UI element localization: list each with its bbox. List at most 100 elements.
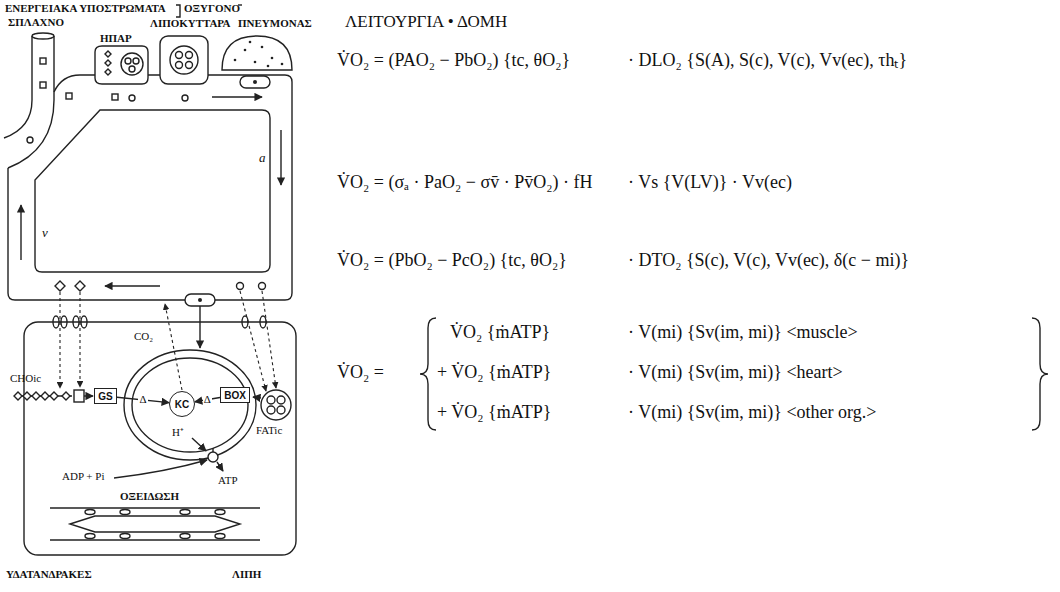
equation: · DLO₂ {S(A), S(c), V(c), Vv(ec), τhₜ} <box>628 50 907 72</box>
muscle-cell <box>62 392 70 400</box>
myofilaments <box>70 516 240 532</box>
muscle-cell <box>59 292 60 388</box>
muscle-cell <box>198 298 202 302</box>
muscle-cell <box>81 316 87 328</box>
muscle-cell <box>260 316 266 328</box>
blood-vessel <box>8 75 292 300</box>
lung <box>254 61 257 64</box>
blood-vessel <box>237 283 244 290</box>
equation-brace <box>1032 318 1048 430</box>
substrate-label: FATic <box>256 424 282 437</box>
ion-label: H⁺ <box>172 426 184 439</box>
section-title: ΕΝΕΡΓΕΙΑΚΑ ΥΠΟΣΤΡΩΜΑΤΑ <box>5 2 166 15</box>
splanchnic-gut <box>27 137 33 143</box>
myofilaments <box>85 510 95 515</box>
splanchnic-gut <box>40 82 46 88</box>
liver <box>105 69 111 75</box>
equation: + V̇O₂ {ṁATP} <box>437 362 551 384</box>
adipocyte <box>170 46 198 74</box>
substrate-label: ΥΔΑΤΑΝΔΡΑΚΕΣ <box>6 568 92 581</box>
muscle-cell <box>79 292 80 387</box>
equation: · V(mi) {Sv(im, mi)} <muscle> <box>628 322 858 344</box>
lung <box>222 36 292 70</box>
liver <box>105 60 111 66</box>
substrate-label: ΛΙΠΗ <box>232 568 261 581</box>
blood-vessel <box>55 281 65 291</box>
blood-vessel <box>212 96 262 97</box>
blood-vessel <box>8 75 292 300</box>
gas-label: CO₂ <box>134 330 153 343</box>
muscle-cell <box>53 316 59 328</box>
liver <box>133 58 139 64</box>
process-label: ΟΞΕΙΔΩΣΗ <box>120 490 179 503</box>
adipocyte <box>160 36 208 84</box>
vessel-label: v <box>42 225 48 241</box>
blood-vessel <box>259 283 266 290</box>
splanchnic-gut <box>32 33 54 39</box>
splanchnic-gut <box>40 58 46 64</box>
mitochondrion <box>132 358 248 452</box>
blood-vessel <box>105 285 160 286</box>
blood-vessel <box>66 93 72 99</box>
muscle-cell <box>240 291 266 391</box>
vessel-label: a <box>259 150 266 166</box>
lung <box>249 41 252 44</box>
myofilaments <box>180 510 190 515</box>
muscle-cell <box>32 392 40 400</box>
blood-vessel <box>35 110 270 272</box>
equation: · DTO₂ {S(c), V(c), Vv(ec), δ(c − mi)} <box>628 250 909 272</box>
muscle-cell <box>41 392 49 400</box>
organ-label: ΟΞΥΓΟΝΟ <box>184 2 240 15</box>
muscle-cell <box>74 390 84 402</box>
lipid-droplet <box>277 406 285 414</box>
muscle-cell <box>24 322 296 555</box>
mitochondrion <box>208 452 218 462</box>
mitochondrion <box>114 350 256 478</box>
equation-brace <box>420 318 1048 430</box>
myofilaments <box>215 534 225 539</box>
myofilaments <box>85 534 95 539</box>
myofilaments <box>120 510 130 515</box>
mitochondrion <box>217 462 223 471</box>
muscle-cell <box>84 395 93 396</box>
muscle-cell <box>165 304 182 390</box>
adipocyte <box>186 52 193 59</box>
muscle-cell <box>73 316 79 328</box>
equation: · V(mi) {Sv(im, mi)} <other org.> <box>628 402 876 424</box>
enzyme-box: BOX <box>220 387 250 403</box>
enzyme-box: GS <box>94 388 117 404</box>
metabolite-label: ADP + Pi <box>62 470 104 483</box>
adipocyte <box>160 36 208 84</box>
muscle-cell <box>61 316 67 328</box>
lipid-droplet <box>253 397 261 398</box>
myofilaments <box>50 539 260 540</box>
adipocyte <box>176 62 183 69</box>
organ-label: ΛΙΠΟΚΥΤΤΑΡΑ <box>150 17 230 30</box>
blood-vessel <box>112 94 118 100</box>
equation: · Vs {V(LV)} · Vv(ec) <box>628 172 792 194</box>
muscle-cell <box>242 316 248 328</box>
lung <box>271 57 274 60</box>
splanchnic-gut <box>4 36 32 138</box>
liver <box>129 66 135 72</box>
edge-label: Δ <box>138 394 147 405</box>
muscle-cell <box>23 392 31 400</box>
node-text: KC <box>175 399 189 410</box>
lung <box>267 65 270 68</box>
organ-label: ΣΠΛΑΧΝΟ <box>8 16 64 29</box>
liver <box>95 46 148 84</box>
splanchnic-gut <box>4 33 54 168</box>
node-text: BOX <box>224 390 246 401</box>
liver <box>121 53 143 75</box>
lipid-droplet <box>277 396 285 404</box>
muscle-cell <box>14 291 296 555</box>
myofilaments <box>120 534 130 539</box>
edge-label: Δ <box>203 394 212 405</box>
muscle-cell <box>199 306 200 348</box>
node-text: GS <box>98 391 112 402</box>
adipocyte <box>176 52 183 59</box>
splanchnic-gut <box>8 36 54 168</box>
equation-brace <box>420 318 436 430</box>
blood-vessel <box>20 205 21 260</box>
